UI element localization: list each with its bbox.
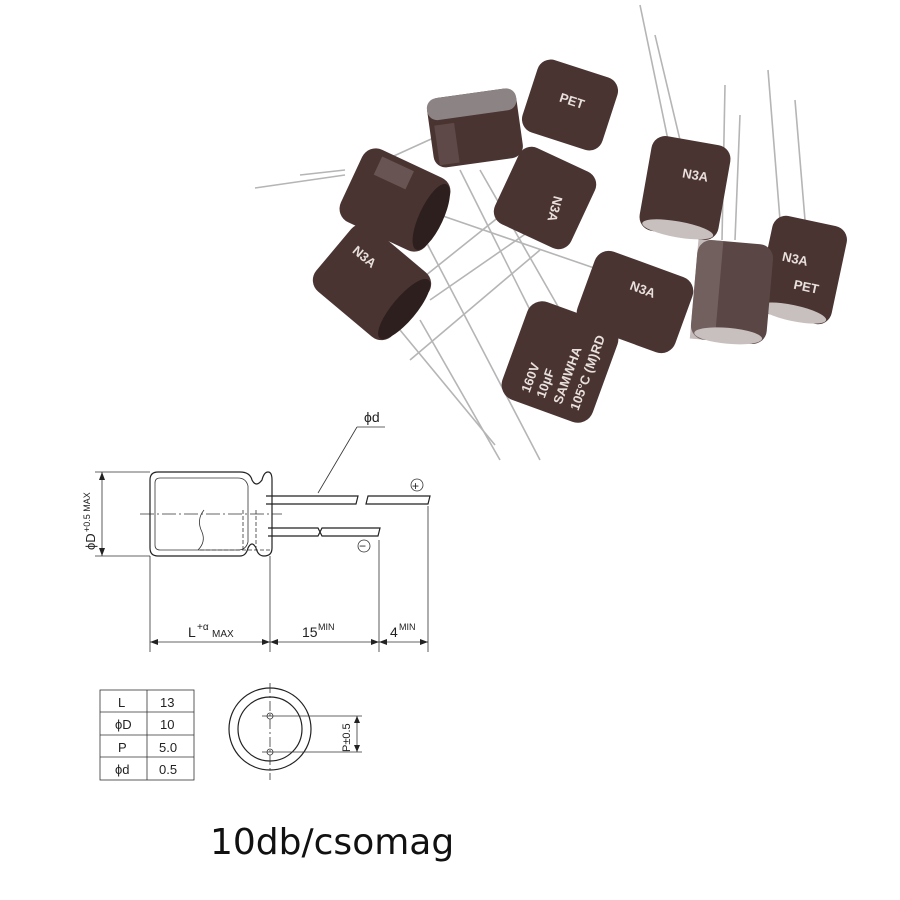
svg-text:15: 15 [302,624,318,640]
capacitor [689,238,774,345]
capacitor: N3A [312,223,432,341]
svg-text:RD: RD [588,333,609,356]
capacitor: N3A PET [757,215,847,325]
capacitor: PET [521,59,619,151]
spec-value: 5.0 [159,740,177,755]
capacitor-body-outline [149,471,273,557]
capacitor-photo: PET N3A N3A N3A N3A PET [254,4,847,461]
svg-text:−: − [359,539,366,553]
spec-value: 0.5 [159,762,177,777]
package-quantity-caption: 10db/csomag [210,822,455,863]
svg-text:PET: PET [792,277,820,297]
dimension-drawing: ϕd + − L +α MAX 15 MIN 4 MIN ϕD +0.5 MAX [82,409,431,652]
svg-text:PET: PET [558,90,587,112]
capacitor: N3A [493,146,597,250]
svg-text:+0.5 MAX: +0.5 MAX [82,492,92,532]
svg-text:N3A: N3A [544,194,565,224]
spec-value: 13 [160,695,174,710]
positive-lead [266,495,359,505]
svg-text:MIN: MIN [318,622,335,632]
svg-text:MAX: MAX [212,629,234,640]
capacitor: 160V 10µF SAMWHA 105°C (M) RD [501,301,619,423]
svg-text:ϕd: ϕd [364,409,380,425]
capacitor [426,88,523,168]
spec-value: 10 [160,717,174,732]
negative-lead [268,527,321,537]
spec-param: ϕd [115,762,130,777]
svg-text:L: L [188,624,196,640]
spec-table: L 13 ϕD 10 P 5.0 ϕd 0.5 [99,689,195,781]
svg-text:4: 4 [390,624,398,640]
bottom-view-drawing: P±0.5 [228,683,362,780]
svg-text:P±0.5: P±0.5 [341,723,353,752]
svg-text:N3A: N3A [681,165,710,184]
spec-param: P [118,740,127,755]
svg-text:N3A: N3A [781,249,810,269]
svg-text:ϕD: ϕD [83,533,98,550]
spec-param: ϕD [115,717,132,732]
capacitor: N3A [639,136,731,240]
svg-text:+α: +α [197,622,209,633]
capacitor-leads [254,4,806,461]
svg-text:MIN: MIN [399,622,416,632]
svg-text:+: + [412,479,419,493]
spec-param: L [118,695,125,710]
